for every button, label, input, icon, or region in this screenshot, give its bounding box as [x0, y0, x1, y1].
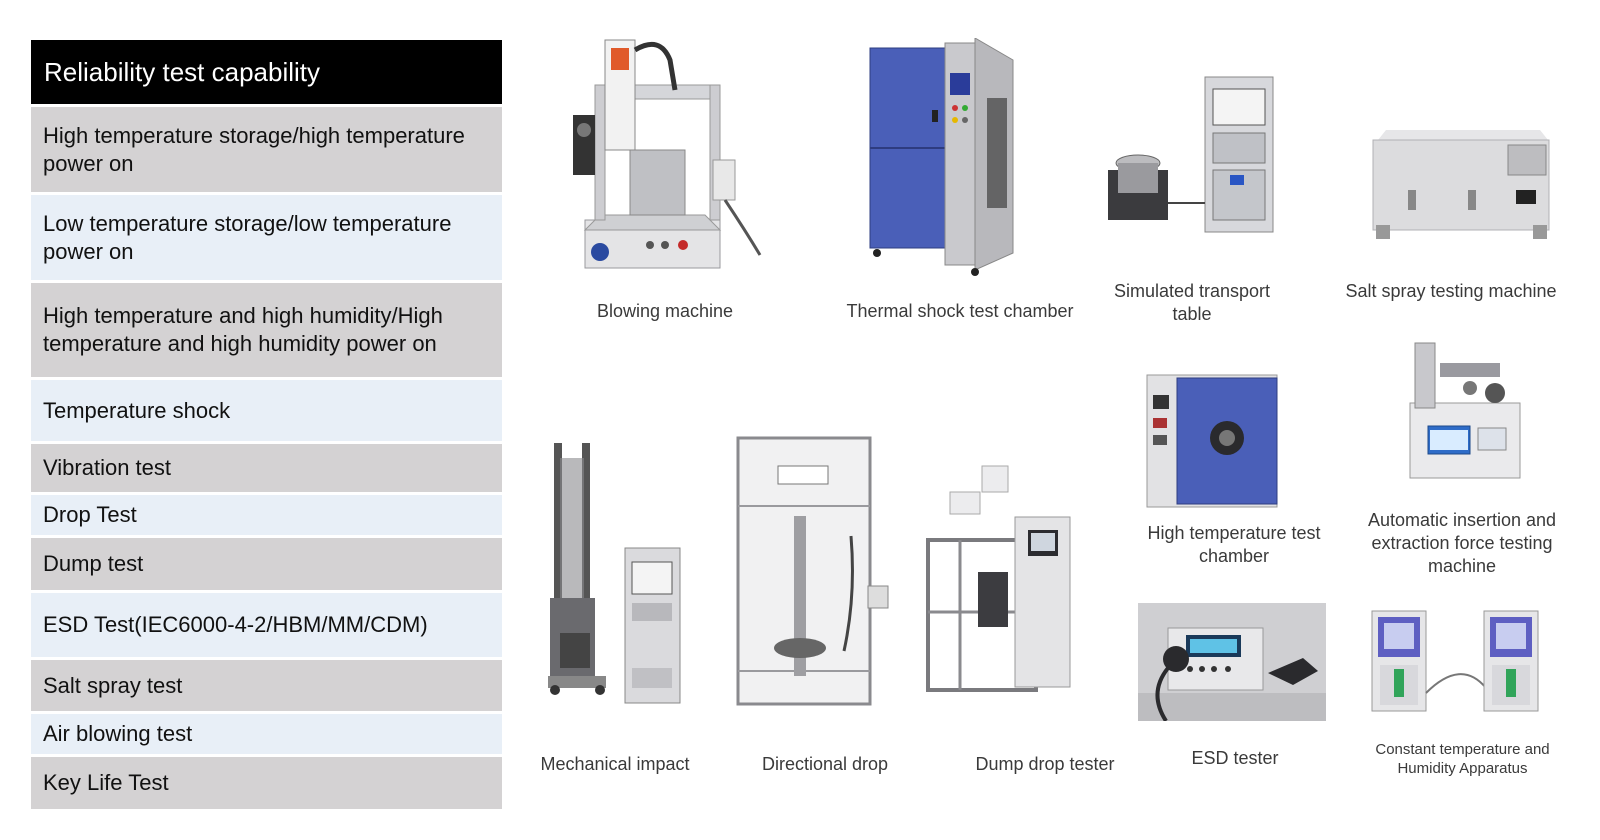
humidity-apparatus-icon: [1366, 603, 1556, 721]
table-row: Dump test: [31, 538, 502, 590]
equipment-caption: Directional drop: [761, 754, 889, 774]
blowing-machine-icon: [565, 30, 765, 278]
equipment-caption: Automatic insertion and extraction force…: [1367, 510, 1557, 576]
table-row: Salt spray test: [31, 660, 502, 711]
equipment-caption: Thermal shock test chamber: [846, 301, 1074, 321]
esd-tester-icon: [1138, 603, 1326, 721]
table-row: ESD Test(IEC6000-4-2/HBM/MM/CDM): [31, 593, 502, 657]
equipment-caption: Mechanical impact: [540, 754, 690, 774]
equipment-caption: Blowing machine: [596, 301, 734, 321]
transport-table-icon: [1100, 75, 1280, 240]
table-row: Air blowing test: [31, 714, 502, 754]
directional-drop-icon: [736, 436, 891, 708]
equipment-caption: High temperature test chamber: [1147, 523, 1321, 566]
dump-drop-tester-icon: [920, 462, 1080, 700]
equipment-caption: Constant temperature and Humidity Appara…: [1375, 741, 1550, 777]
table-row: High temperature and high humidity/High …: [31, 283, 502, 377]
capability-table: Reliability test capability High tempera…: [31, 40, 502, 809]
equipment-caption: Salt spray testing machine: [1345, 281, 1557, 301]
table-row: Key Life Test: [31, 757, 502, 809]
insertion-force-tester-icon: [1400, 338, 1525, 483]
table-row: Low temperature storage/low temperature …: [31, 195, 502, 280]
table-row: Temperature shock: [31, 380, 502, 441]
table-header: Reliability test capability: [31, 40, 502, 104]
thermal-shock-chamber-icon: [865, 38, 1015, 278]
salt-spray-machine-icon: [1368, 125, 1553, 240]
table-row: High temperature storage/high temperatur…: [31, 107, 502, 192]
mechanical-impact-icon: [540, 438, 690, 710]
equipment-caption: Dump drop tester: [975, 754, 1115, 774]
table-row: Vibration test: [31, 444, 502, 492]
table-row: Drop Test: [31, 495, 502, 535]
high-temp-chamber-icon: [1145, 370, 1280, 512]
equipment-caption: Simulated transport table: [1113, 281, 1271, 324]
equipment-caption: ESD tester: [1191, 748, 1279, 768]
